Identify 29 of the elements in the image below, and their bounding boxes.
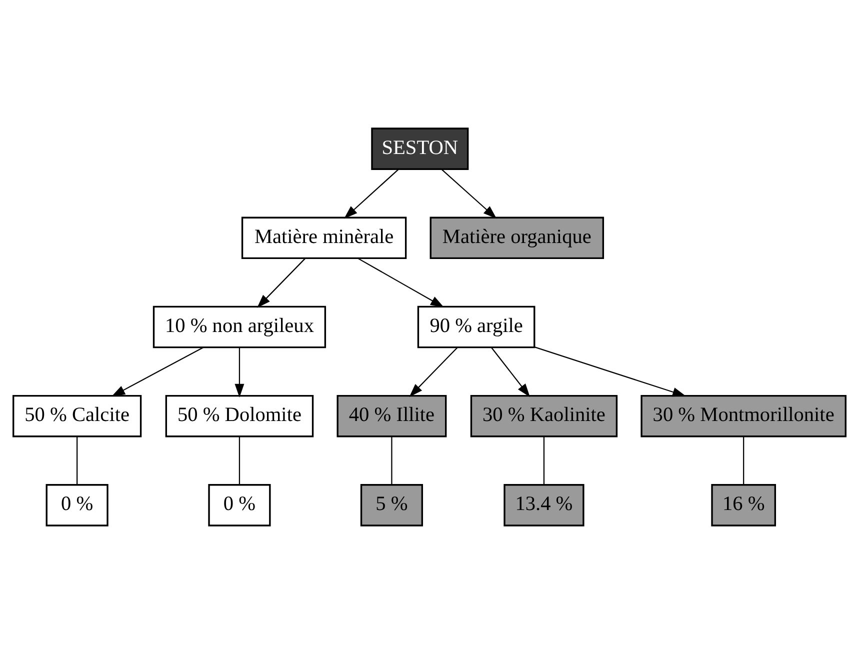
node-box: 10 % non argileux	[152, 306, 326, 348]
node-box: 0 %	[46, 484, 108, 526]
node-box: 0 %	[208, 484, 271, 526]
connector	[543, 436, 545, 485]
node-box: Matière minèrale	[241, 216, 407, 260]
connector	[391, 436, 392, 485]
node-box: 30 % Montmorillonite	[640, 394, 846, 438]
node-box: 16 %	[711, 484, 776, 526]
arrow	[112, 346, 204, 397]
node-box: SESTON	[371, 128, 469, 170]
arrow	[344, 168, 400, 219]
node-box: 50 % Calcite	[12, 394, 142, 438]
connector	[238, 436, 240, 485]
arrow	[409, 347, 458, 397]
arrow	[441, 168, 497, 219]
node-box: 30 % Kaolinite	[470, 394, 618, 438]
arrow	[490, 347, 530, 398]
connector	[743, 436, 744, 485]
node-box: 40 % Illite	[336, 394, 447, 438]
node-box: 5 %	[360, 484, 424, 526]
node-box: 50 % Dolomite	[165, 394, 314, 438]
arrow	[234, 347, 244, 398]
arrow	[358, 258, 444, 308]
node-box: 13.4 %	[504, 484, 584, 526]
arrow	[257, 258, 306, 308]
node-box: Matière organique	[430, 216, 604, 260]
connector	[76, 436, 78, 485]
arrow	[534, 346, 686, 397]
node-box: 90 % argile	[417, 306, 536, 348]
